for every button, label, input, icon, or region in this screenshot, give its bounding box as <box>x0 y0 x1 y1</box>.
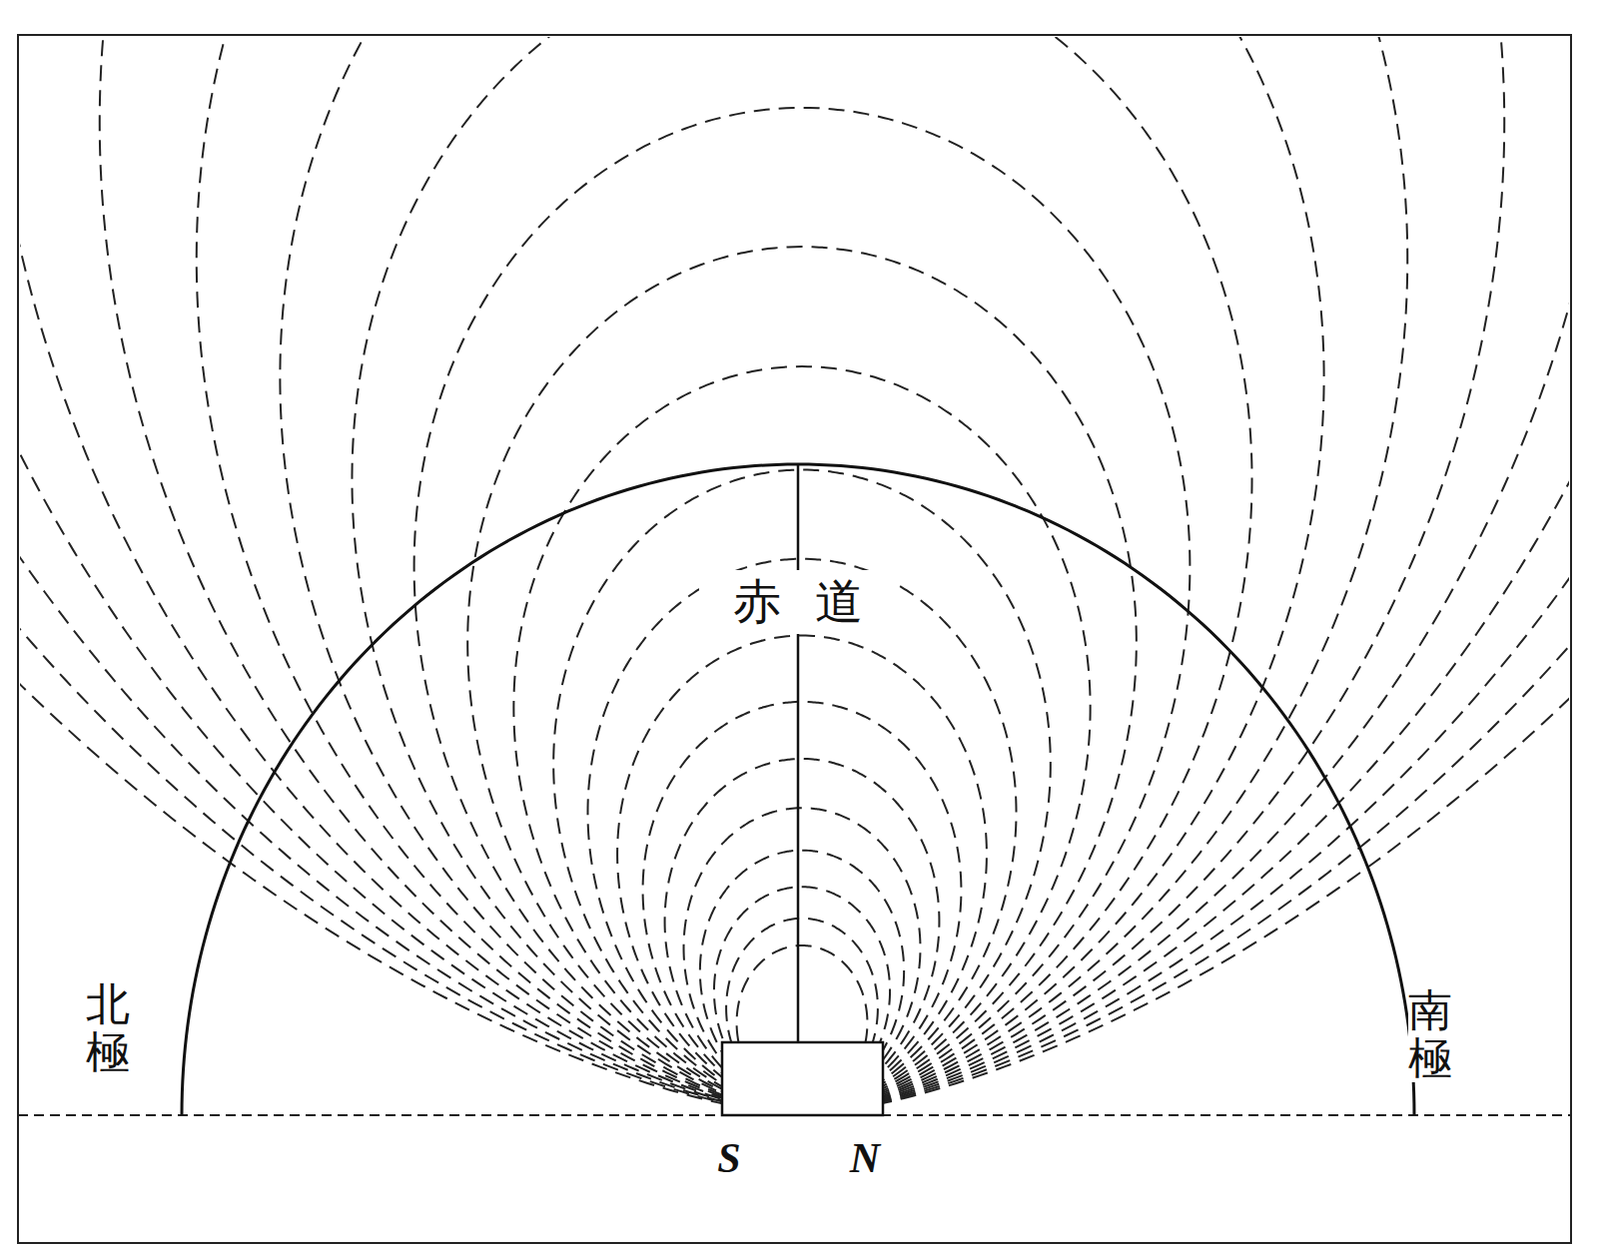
frame <box>17 34 1572 1244</box>
field-line <box>513 366 1090 1116</box>
field-line <box>19 36 1570 1116</box>
north-pole-label: 北極 <box>85 980 130 1078</box>
field-line <box>467 246 1137 1116</box>
field-line <box>19 36 1570 1116</box>
field-line <box>553 470 1051 1116</box>
pole-letter: S <box>717 1134 741 1183</box>
earth-outline <box>181 464 1415 1116</box>
pole-letter: N <box>849 1134 880 1183</box>
field-line <box>19 36 1570 1116</box>
field-line <box>700 850 904 1116</box>
equator-label: 赤道 <box>699 570 897 635</box>
field-line <box>351 36 1252 1116</box>
south-pole-label: 南極 <box>1408 986 1453 1084</box>
field-line <box>617 636 987 1116</box>
field-line <box>714 886 890 1116</box>
field-line <box>587 559 1016 1116</box>
field-line <box>19 36 1570 1116</box>
field-line <box>643 702 962 1116</box>
field-line <box>99 36 1505 1116</box>
field-line <box>19 36 1570 1116</box>
field-line <box>684 807 921 1116</box>
field-lines <box>19 36 1570 1116</box>
field-line <box>196 36 1408 1116</box>
field-line <box>414 107 1191 1116</box>
bar-magnet <box>722 1042 883 1116</box>
equator-line <box>797 464 800 1043</box>
